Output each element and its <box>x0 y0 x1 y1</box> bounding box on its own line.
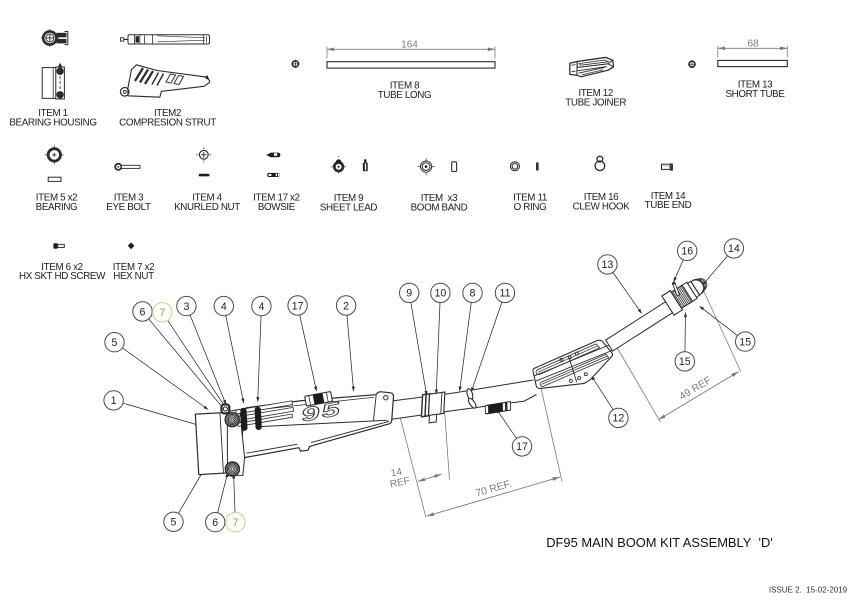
svg-text:EYE BOLT: EYE BOLT <box>106 202 151 213</box>
svg-text:HEX NUT: HEX NUT <box>113 271 154 282</box>
svg-text:ITEM 17 x2: ITEM 17 x2 <box>253 193 300 204</box>
svg-text:4: 4 <box>258 301 264 313</box>
svg-text:ISSUE 2. 15-02-2019: ISSUE 2. 15-02-2019 <box>769 586 848 595</box>
svg-text:68: 68 <box>747 38 759 49</box>
svg-text:ITEM 4: ITEM 4 <box>192 193 222 204</box>
svg-text:15: 15 <box>739 336 751 348</box>
svg-text:12: 12 <box>613 413 625 425</box>
svg-text:11: 11 <box>500 288 511 300</box>
svg-text:8: 8 <box>470 288 476 300</box>
svg-text:6: 6 <box>140 306 146 318</box>
svg-text:HX SKT HD SCREW: HX SKT HD SCREW <box>19 271 106 282</box>
svg-text:ITEM 7 x2: ITEM 7 x2 <box>113 262 155 273</box>
svg-text:BEARING HOUSING: BEARING HOUSING <box>9 117 96 128</box>
svg-text:TUBE END: TUBE END <box>645 200 692 211</box>
svg-text:ITEM 14: ITEM 14 <box>651 191 686 202</box>
svg-text:4: 4 <box>221 301 227 313</box>
svg-text:10: 10 <box>435 288 447 300</box>
svg-text:ITEM 1: ITEM 1 <box>38 108 67 119</box>
svg-text:14: 14 <box>728 243 740 255</box>
svg-text:ITEM 8: ITEM 8 <box>390 81 420 92</box>
svg-text:ITEM x3: ITEM x3 <box>421 193 458 204</box>
svg-text:9: 9 <box>406 288 412 300</box>
svg-text:5: 5 <box>171 517 177 529</box>
svg-text:ITEM 5 x2: ITEM 5 x2 <box>36 193 78 204</box>
svg-text:ITEM 13: ITEM 13 <box>738 80 773 91</box>
svg-text:5: 5 <box>112 337 118 349</box>
svg-text:ITEM 12: ITEM 12 <box>578 88 613 99</box>
svg-text:17: 17 <box>516 441 528 453</box>
svg-text:TUBE JOINER: TUBE JOINER <box>565 98 626 109</box>
svg-text:1: 1 <box>111 395 117 407</box>
svg-text:ITEM2: ITEM2 <box>154 108 181 119</box>
svg-text:CLEW HOOK: CLEW HOOK <box>573 201 631 212</box>
svg-text:7: 7 <box>232 517 238 529</box>
svg-text:BEARING: BEARING <box>36 202 78 213</box>
svg-text:SHORT TUBE: SHORT TUBE <box>725 89 785 100</box>
svg-text:ITEM 11: ITEM 11 <box>513 193 547 204</box>
svg-text:ITEM 16: ITEM 16 <box>584 192 619 203</box>
svg-text:14: 14 <box>390 467 403 480</box>
svg-text:TUBE LONG: TUBE LONG <box>378 90 431 101</box>
svg-text:17: 17 <box>292 300 304 312</box>
svg-text:16: 16 <box>681 246 693 258</box>
svg-text:SHEET LEAD: SHEET LEAD <box>320 203 378 214</box>
svg-text:COMPRESION STRUT: COMPRESION STRUT <box>119 117 216 128</box>
svg-text:6: 6 <box>212 517 218 529</box>
svg-text:ITEM 9: ITEM 9 <box>334 193 363 204</box>
svg-text:164: 164 <box>401 39 418 50</box>
svg-text:2: 2 <box>343 300 349 312</box>
svg-text:BOWSIE: BOWSIE <box>258 202 296 213</box>
svg-text:O RING: O RING <box>514 202 547 213</box>
svg-text:BOOM BAND: BOOM BAND <box>411 203 468 214</box>
svg-text:7: 7 <box>159 307 165 319</box>
svg-text:DF95 MAIN BOOM KIT ASSEMBLY ': DF95 MAIN BOOM KIT ASSEMBLY 'D' <box>546 535 773 550</box>
svg-text:ITEM 3: ITEM 3 <box>114 193 144 204</box>
svg-text:KNURLED NUT: KNURLED NUT <box>174 202 240 213</box>
svg-text:REF: REF <box>389 476 411 491</box>
svg-text:15: 15 <box>679 356 691 368</box>
svg-text:3: 3 <box>183 301 189 313</box>
svg-text:ITEM 6 x2: ITEM 6 x2 <box>41 262 83 273</box>
svg-text:13: 13 <box>602 259 614 271</box>
